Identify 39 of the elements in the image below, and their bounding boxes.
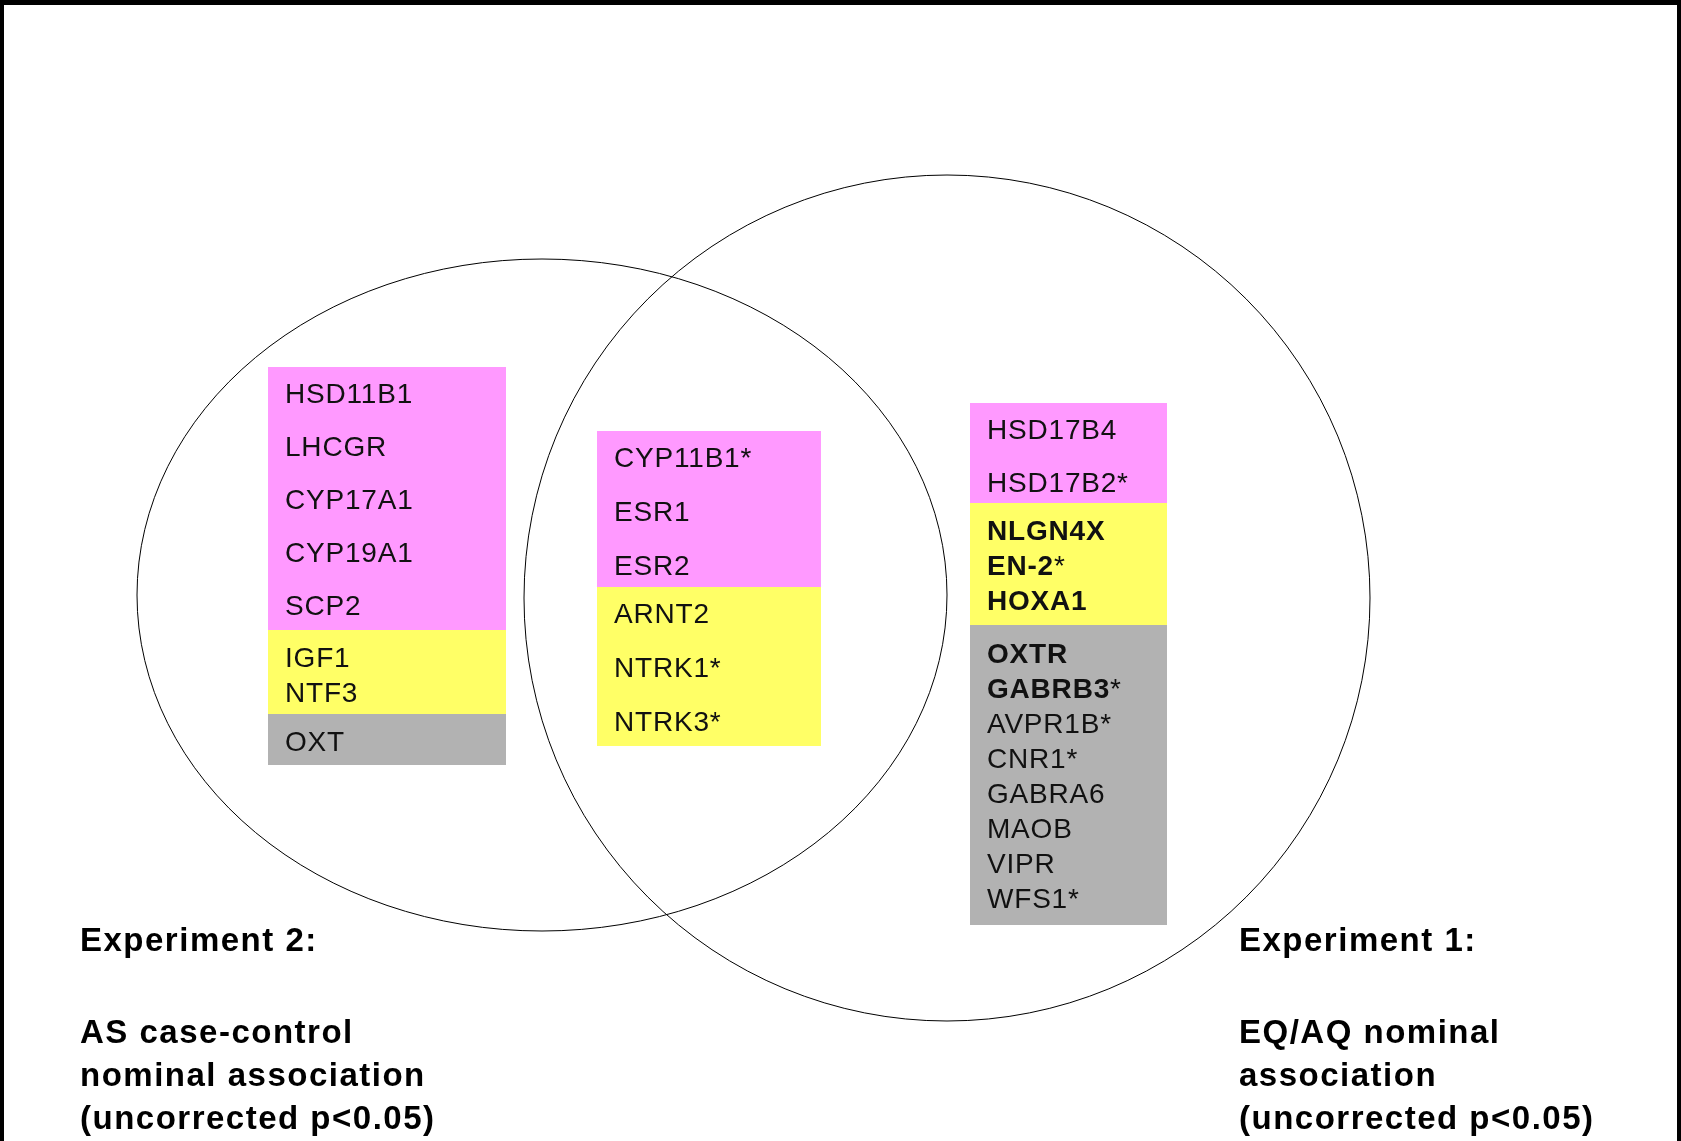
gene-group-band [268,367,506,630]
gene-name: MAOB [986,812,1074,846]
gene-group-band [597,431,821,587]
gene-group-band [970,503,1167,625]
experiment-description: AS case-control nominal association (uncorrected p<0.05) [80,1012,437,1138]
gene-group-band [268,714,506,765]
gene-group-band [268,630,506,714]
gene-name: ESR1 [613,495,692,529]
gene-name: OXTR [986,637,1069,671]
gene-name: EN-2* [986,549,1067,583]
gene-name: NTRK3* [613,705,723,739]
gene-name: HSD17B4 [986,413,1119,447]
gene-name: SCP2 [284,589,363,623]
gene-group-band [970,403,1167,503]
gene-name: NTF3 [284,676,360,710]
gene-name: CYP19A1 [284,536,415,570]
gene-group-band [970,625,1167,925]
gene-name: CYP11B1* [613,441,754,475]
gene-name: HSD17B2* [986,466,1130,500]
gene-name: ARNT2 [613,597,711,631]
experiment-description: EQ/AQ nominal association (uncorrected p<0.05) [1239,1012,1596,1138]
experiment-heading: Experiment 1: [1239,920,1478,960]
gene-name: LHCGR [284,430,388,464]
gene-name: NLGN4X [986,514,1107,548]
gene-name: OXT [284,725,346,759]
gene-name: AVPR1B* [986,707,1113,741]
gene-name: ESR2 [613,549,692,583]
gene-name: NTRK1* [613,651,723,685]
gene-name: CNR1* [986,742,1080,776]
gene-name: HOXA1 [986,584,1089,618]
gene-name: VIPR [986,847,1057,881]
gene-name: WFS1* [986,882,1081,916]
gene-group-band [597,587,821,746]
gene-name: GABRA6 [986,777,1107,811]
gene-name: IGF1 [284,641,352,675]
gene-name: HSD11B1 [284,377,415,411]
gene-name: CYP17A1 [284,483,415,517]
gene-name: GABRB3* [986,672,1123,706]
experiment-heading: Experiment 2: [80,920,319,960]
